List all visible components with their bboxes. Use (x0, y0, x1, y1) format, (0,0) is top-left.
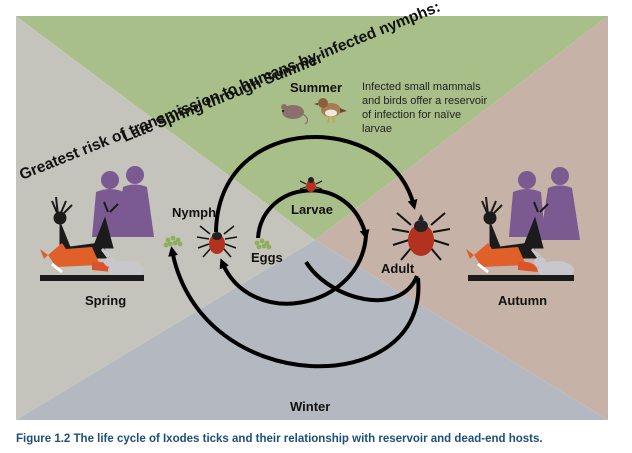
mouse-icon (281, 104, 309, 125)
autumn-hosts-group (466, 167, 580, 281)
summer-quadrant (16, 16, 608, 240)
arrow-adult-to-eggs (304, 260, 419, 303)
rabbit-icon (531, 248, 574, 279)
stage-larvae-label: Larvae (291, 202, 333, 217)
egg-cluster-icon (163, 235, 183, 248)
egg-cluster-icon (254, 238, 272, 250)
figure-caption: Figure 1.2 The life cycle of Ixodes tick… (16, 433, 543, 445)
stage-eggs-label: Eggs (251, 250, 283, 265)
arrow-winter-loop (168, 246, 421, 369)
season-summer-label: Summer (290, 80, 342, 95)
arrow-eggs-to-larvae (256, 188, 370, 240)
season-spring-label: Spring (85, 293, 126, 308)
reservoir-note-line4: larvae (362, 123, 392, 135)
stage-adult-label: Adult (381, 261, 415, 276)
reservoir-note-line2: and birds offer a reservoir (362, 95, 487, 107)
arrow-nymph-to-adult (214, 135, 418, 233)
fox-icon (466, 243, 538, 274)
human-silhouette-icon (92, 166, 154, 237)
ground-strip (468, 275, 574, 281)
autumn-quadrant (315, 16, 608, 420)
adult-tick-icon (391, 212, 451, 261)
winter-quadrant (16, 240, 608, 420)
lifecycle-diagram: Greatest risk of transmission to humans … (16, 0, 608, 420)
ground-strip (40, 275, 144, 281)
larva-tick-icon (299, 177, 323, 192)
spring-hosts-group (40, 166, 154, 281)
arrow-larvae-to-nymph (219, 235, 368, 306)
season-autumn-label: Autumn (498, 293, 547, 308)
rabbit-icon (101, 248, 144, 279)
stage-nymph-label: Nymph (172, 205, 216, 220)
season-winter-label: Winter (290, 399, 330, 414)
bird-icon (314, 98, 347, 124)
spring-quadrant (16, 16, 315, 420)
nymph-tick-icon (196, 225, 238, 258)
reservoir-note-line3: of infection for naïve (362, 109, 461, 121)
reservoir-note-line1: Infected small mammals (362, 81, 481, 93)
